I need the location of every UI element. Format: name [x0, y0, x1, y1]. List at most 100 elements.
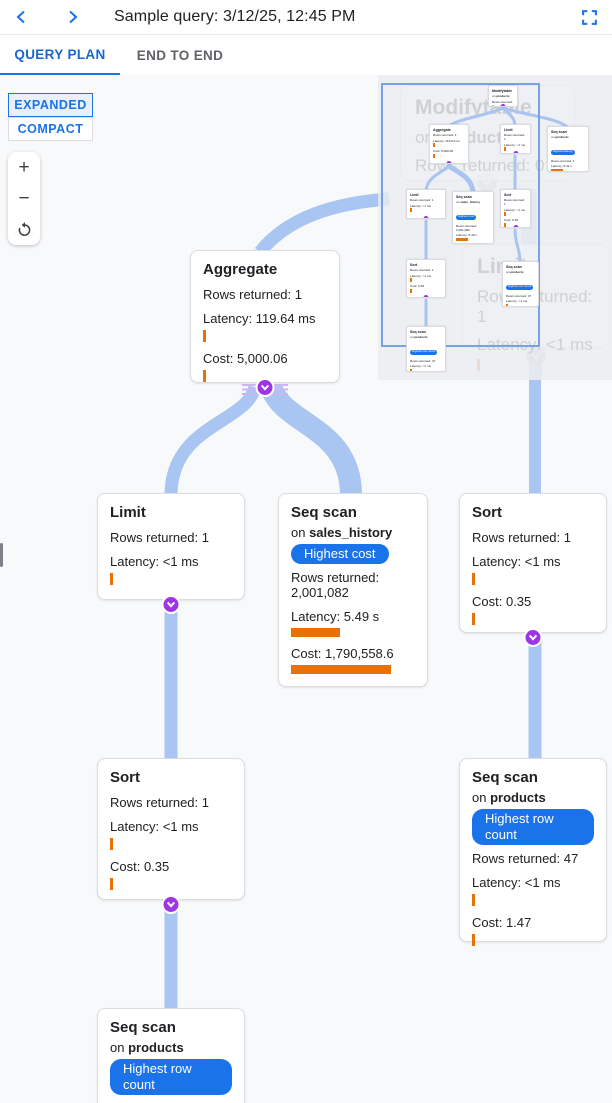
fullscreen-icon [581, 9, 597, 25]
node-title: Seq scan [551, 129, 567, 134]
tab-query-plan[interactable]: QUERY PLAN [0, 35, 120, 76]
collapse-chevron-button[interactable] [161, 595, 181, 614]
reset-view-button[interactable] [8, 214, 40, 245]
tab-bar: QUERY PLAN END TO END [0, 35, 612, 76]
metric-bar [506, 303, 508, 306]
metric-bar [410, 278, 412, 283]
zoom-out-button[interactable]: − [18, 187, 30, 209]
node-metric: Cost: 1.47 [472, 915, 532, 930]
chevron-left-icon [16, 10, 25, 24]
node-metric: Rows returned: 1 [410, 268, 434, 273]
chevron-down-icon [166, 601, 176, 608]
table-name: products [414, 335, 428, 340]
node-title: Sort [472, 504, 502, 521]
vertical-scrollbar-thumb[interactable] [0, 543, 3, 567]
node-title: Modifytable [492, 88, 512, 93]
node-table: on products [492, 94, 510, 99]
reset-rotate-icon [18, 222, 30, 236]
node-metric: Latency: <1 ms [504, 142, 526, 147]
node-metric: Cost: 0.35 [110, 859, 170, 874]
metric-bar [504, 147, 506, 152]
node-metric: Rows returned: 1 [110, 530, 209, 545]
node-metric: Latency: 5.41 s [551, 163, 572, 168]
node-title: Seq scan [456, 194, 472, 199]
node-metric: Rows returned: 47 [410, 358, 436, 363]
metric-bar [504, 222, 506, 227]
node-badge: Highest row count [506, 284, 534, 290]
node-table: on products [551, 135, 569, 140]
page-title: Sample query: 3/12/25, 12:45 PM [114, 8, 356, 25]
node-metric: Rows returned: 1 [433, 133, 457, 138]
node-metric: Latency: <1 ms [506, 298, 528, 303]
minimap-chevron-dot [512, 149, 519, 153]
layout-toggle: EXPANDED COMPACT [8, 93, 93, 141]
node-metric: Latency: <1 ms [110, 554, 199, 569]
node-metric: Latency: <1 ms [472, 875, 561, 890]
node-title: Sort [110, 769, 140, 786]
tab-end-to-end[interactable]: END TO END [136, 48, 224, 63]
metric-bar [472, 613, 475, 625]
previous-sample-button[interactable] [8, 3, 36, 31]
node-badge: Highest row count [410, 349, 438, 355]
node-metric: Cost: 0.35 [472, 594, 532, 609]
node-badge: Highest latency [551, 149, 575, 155]
node-metric: Rows returned: 47 [110, 1101, 232, 1103]
node-metric: Rows returned: 1 [110, 795, 209, 810]
node-metric: Latency: <1 ms [410, 363, 432, 368]
node-title: Limit [504, 127, 513, 132]
expanded-button[interactable]: EXPANDED [8, 93, 93, 117]
node-title: Seq scan [291, 504, 357, 521]
node-table: on sales_history [291, 525, 393, 540]
chevron-down-icon [528, 634, 538, 641]
chevron-down-icon [260, 384, 270, 391]
metric-bar [410, 288, 412, 293]
collapse-chevron-button[interactable] [255, 378, 275, 397]
minimap-viewport[interactable] [381, 83, 540, 347]
zoom-in-button[interactable]: + [18, 156, 30, 178]
node-title: Limit [110, 504, 146, 521]
metric-bar [110, 878, 113, 890]
compact-button[interactable]: COMPACT [8, 117, 93, 141]
metric-bar [291, 628, 340, 637]
table-name: products [555, 135, 569, 140]
node-title: Seq scan [506, 264, 522, 269]
node-title: Seq scan [410, 329, 426, 334]
edge-aggregate-to-seq-scan [260, 382, 362, 496]
node-metric: Rows returned: 1 [203, 287, 302, 302]
node-table: on products [506, 270, 524, 275]
node-metric: Rows returned: 0 [492, 99, 513, 107]
fullscreen-button[interactable] [576, 4, 602, 30]
node-title: Seq scan [472, 769, 538, 786]
node-metric: Latency: <1 ms [504, 207, 526, 212]
chevron-down-icon [166, 901, 176, 908]
node-metric: Cost: 0.35 [504, 217, 519, 222]
node-metric: Cost: 0.35 [410, 283, 425, 288]
collapse-chevron-button[interactable] [523, 628, 543, 647]
node-title: Sort [504, 192, 512, 197]
node-metric: Rows returned: 1 [504, 133, 525, 142]
table-name: products [128, 1040, 184, 1055]
node-badge: Highest row count [472, 809, 594, 845]
node-badge: Highest cost [291, 544, 389, 564]
plan-edges [164, 192, 542, 1011]
node-metric: Rows returned: 1 [472, 530, 571, 545]
next-sample-button[interactable] [58, 3, 86, 31]
collapse-chevron-button[interactable] [161, 895, 181, 914]
node-metric: Latency: <1 ms [410, 273, 432, 278]
node-metric: Rows returned: 47 [472, 851, 579, 866]
